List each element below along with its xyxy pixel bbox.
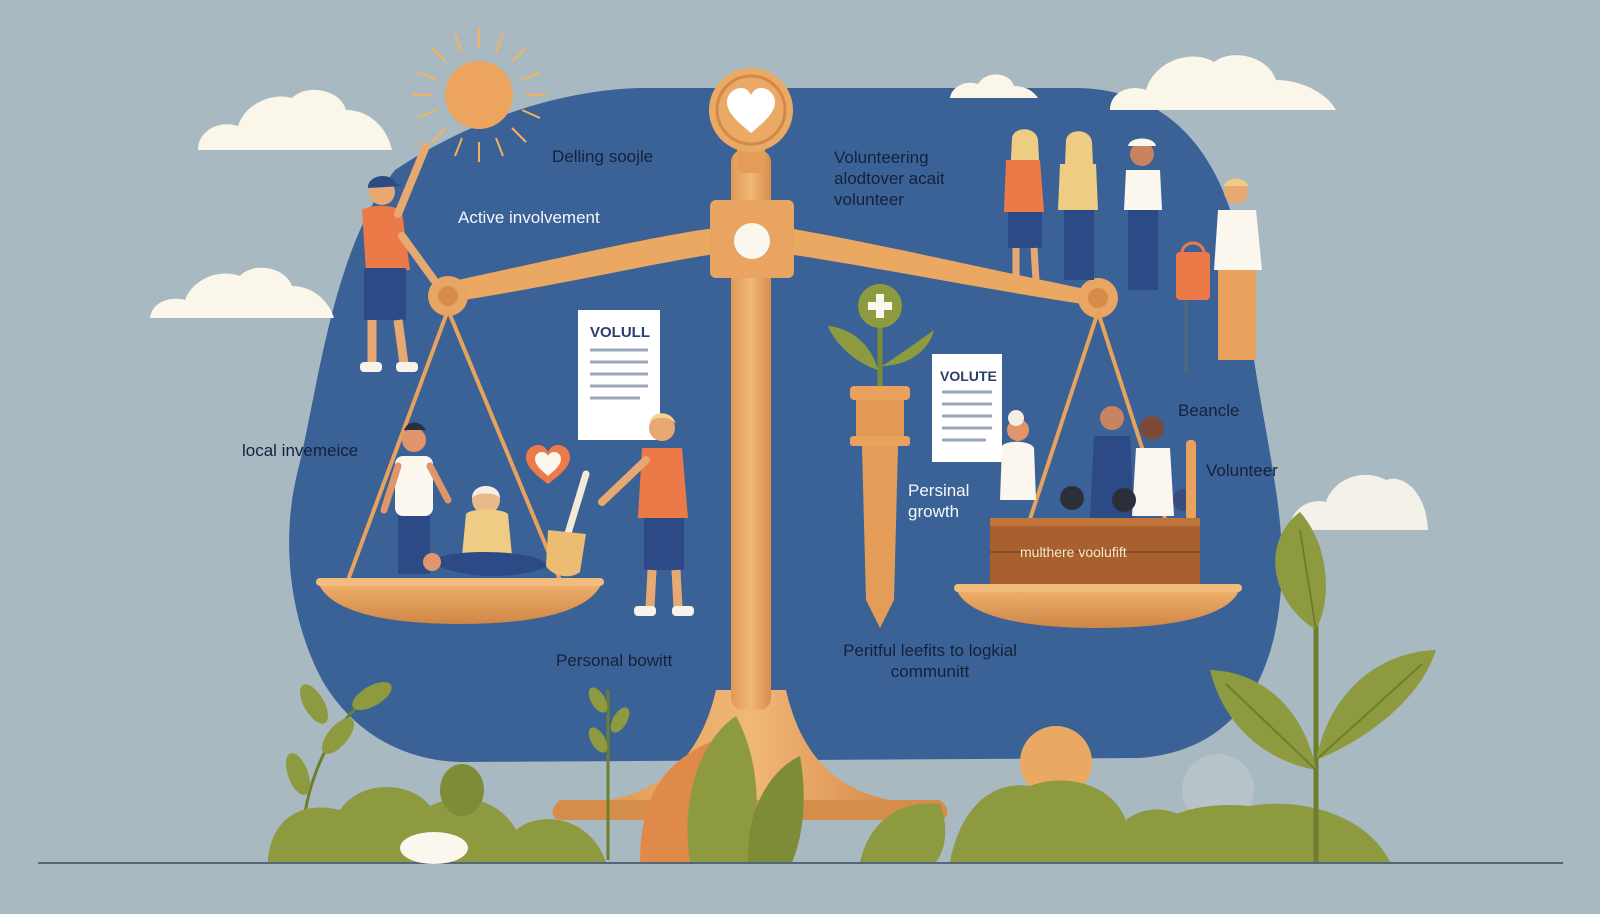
person-waving — [360, 142, 438, 372]
plant-vase — [828, 284, 934, 628]
crate — [990, 518, 1200, 586]
document-right-title: VOLUTE — [940, 368, 997, 384]
label-delling: Delling soojle — [552, 147, 654, 166]
scale-pan-left — [318, 582, 602, 624]
label-personal-bowitt: Personal bowitt — [556, 651, 673, 670]
sun-icon — [412, 28, 546, 162]
label-volunteering-line1: Volunteering — [834, 148, 929, 167]
leaf-icon — [285, 682, 392, 861]
person-standing-left — [380, 422, 452, 574]
label-personal-growth-line2: growth — [908, 502, 960, 521]
scale-pole — [731, 150, 771, 710]
cloud-icon — [198, 89, 392, 150]
leaf-icon — [1210, 512, 1436, 862]
cloud-icon — [950, 74, 1038, 98]
leaf-icon — [588, 687, 630, 860]
shovel — [546, 470, 590, 577]
cloud-icon — [1290, 474, 1428, 530]
label-volunteering: Volunteering alodtover acait volunteer — [834, 147, 945, 210]
person-sitting-left — [423, 486, 548, 577]
document-right — [932, 354, 1002, 462]
label-personal-growth: Persinal growth — [908, 480, 969, 522]
label-beancle: Beancle — [1178, 401, 1240, 420]
scale-pan-right — [956, 588, 1240, 628]
scale-beam — [448, 228, 1100, 306]
label-benefits: Peritful leefits to logkial communitt — [820, 640, 1040, 682]
label-local: local invemeice — [242, 441, 359, 460]
label-volunteering-line3: volunteer — [834, 190, 904, 209]
cloud-icon — [150, 267, 334, 318]
crate-label: multhere voolufift — [1020, 544, 1127, 560]
label-benefits-line2: communitt — [890, 662, 970, 681]
bushes — [268, 716, 1390, 864]
document-left-title: VOLULL — [590, 324, 650, 341]
heart-icon — [727, 88, 775, 133]
document-left — [578, 310, 660, 440]
scale-pivot-knob — [734, 223, 770, 259]
person-pointing — [598, 413, 694, 616]
label-personal-growth-line1: Persinal — [908, 481, 970, 500]
label-active-involvement: Active involvement — [458, 208, 600, 227]
ground-line — [38, 862, 1563, 864]
group-right-pan — [1000, 406, 1196, 520]
label-benefits-line1: Peritful leefits to logkial — [843, 641, 1017, 660]
person-with-bag — [1176, 178, 1262, 372]
group-on-beam — [1004, 129, 1162, 290]
label-volunteering-line2: alodtover acait — [834, 169, 945, 188]
label-volunteer: Volunteer — [1206, 461, 1278, 480]
cloud-icon — [1110, 55, 1336, 110]
scale-finial-ring — [715, 74, 787, 146]
